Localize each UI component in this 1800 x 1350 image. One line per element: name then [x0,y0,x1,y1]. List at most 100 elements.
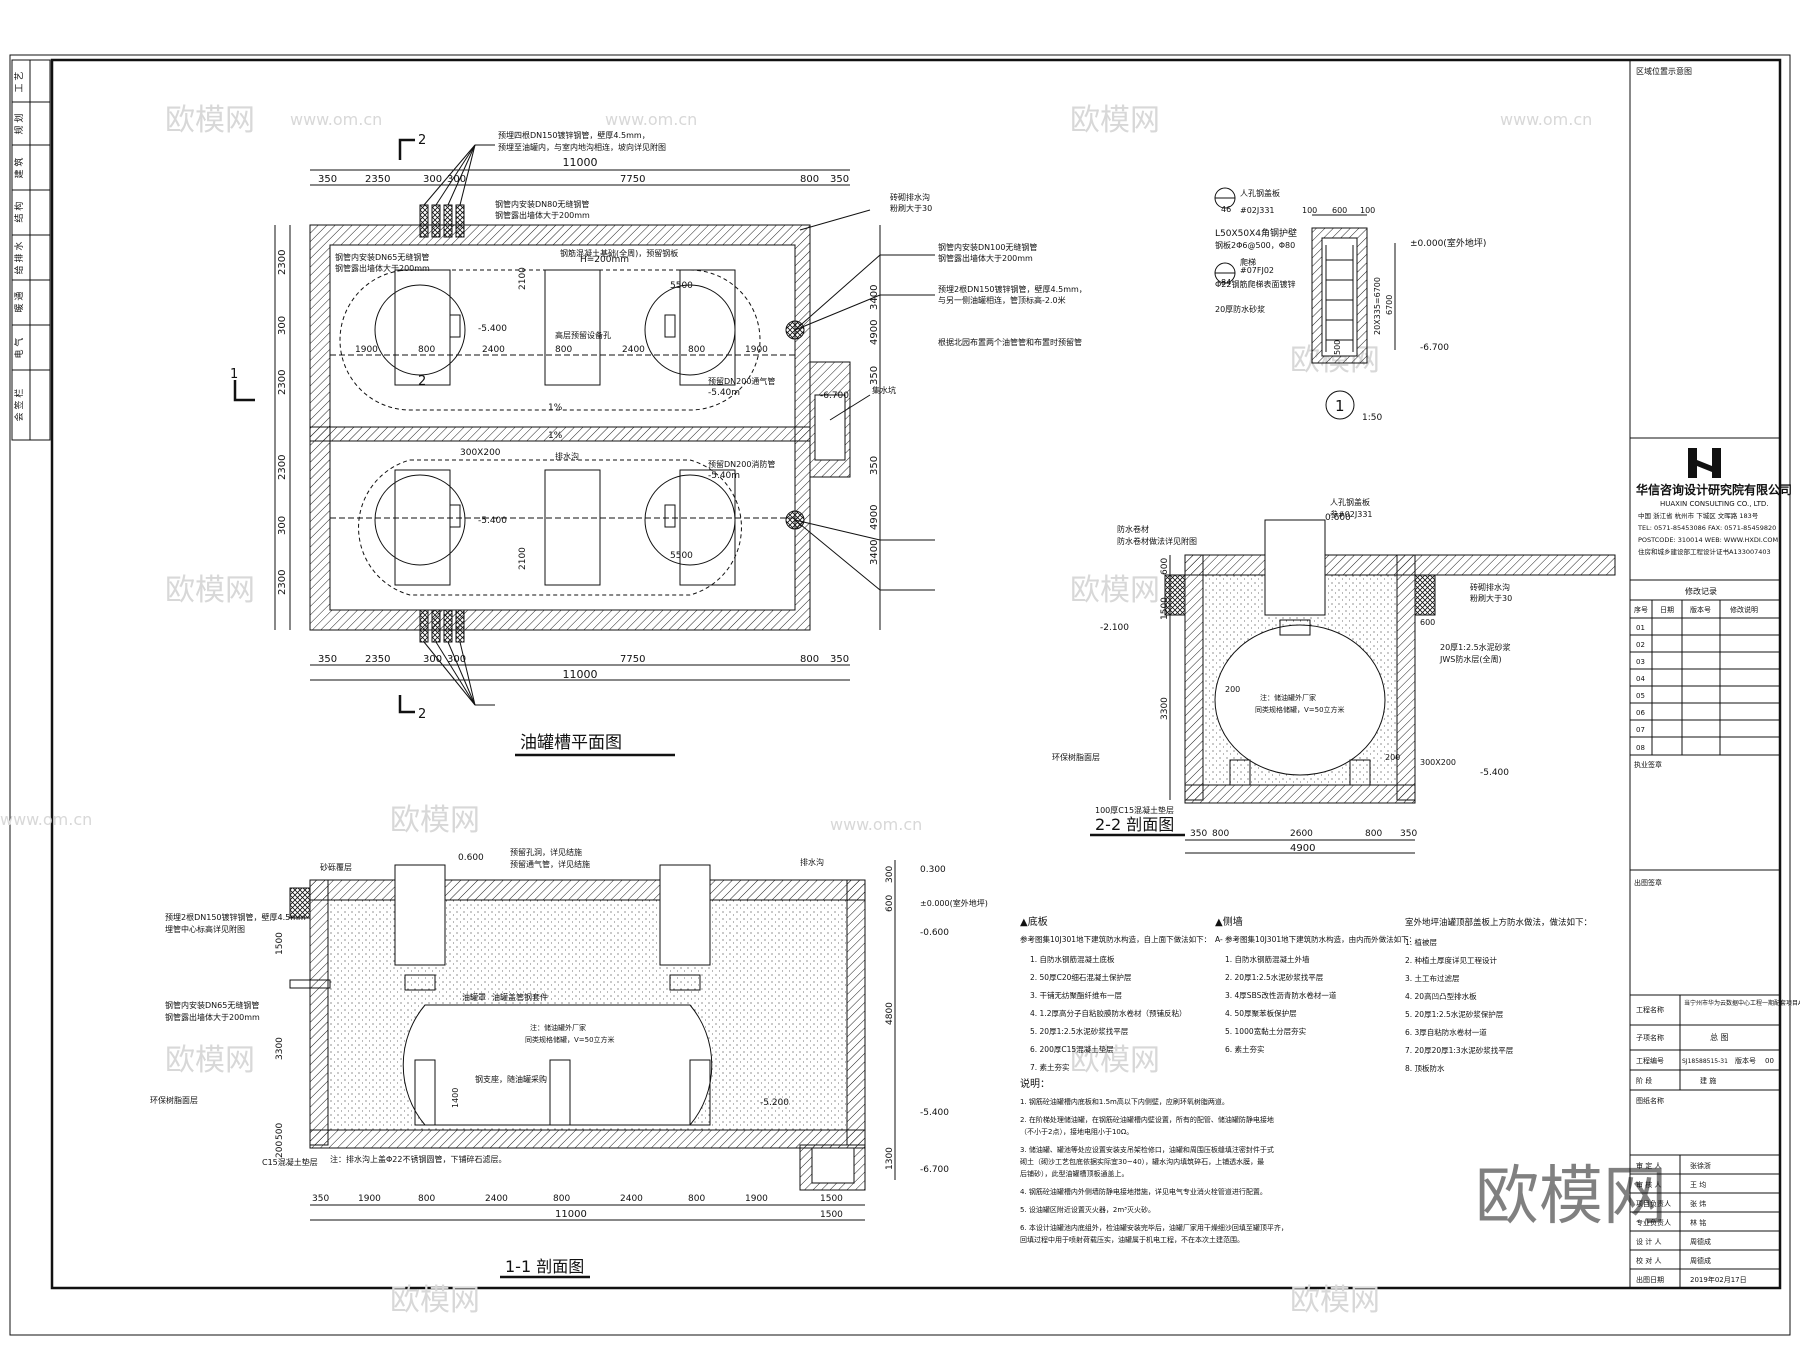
note-2: （不小于2点），接地电阻小于10Ω。 [1020,1127,1133,1136]
dim-right-5: 4900 [869,505,880,530]
sec22-note-1: 参#02J331 [1330,509,1373,519]
level-plan-1: -5.40m [708,388,740,398]
tb-role-5: 校 对 人 [1636,1256,1661,1265]
tb-rev-col-0: 序号 [1634,605,1648,614]
sec11-note-4: 预埋2根DN150镀锌钢管，壁厚4.5mm [165,912,306,922]
spec-left-1: 1. 自防水钢筋混凝土底板 [1030,954,1115,964]
sec11-note-1: 预留通气管，详见结施 [510,859,590,869]
dim-inner-6: 1900 [745,345,768,355]
sec11-level-5: -5.400 [920,1108,949,1118]
tb-company-cn: 华信咨询设计研究院有限公司 [1636,482,1792,497]
dim-inner-2: 2400 [482,345,505,355]
sec11-note-5: 埋管中心标高详见附图 [165,924,245,934]
tb-name-2: 张 炜 [1690,1199,1706,1208]
plan-note-13: 粉刷大于30 [890,203,932,213]
sec22-left-0: 600 [1160,558,1170,575]
spec-mid-5: 5. 1000宽黏土分层夯实 [1225,1026,1307,1036]
sec22-overall: 4900 [1290,843,1315,854]
detail-note-5: 20厚防水砂浆 [1215,304,1265,314]
detail-level-0: ±0.000(室外地坪) [1410,237,1486,249]
sec11-title: 1-1 剖面图 [505,1257,584,1276]
sec11-rdim-0: 300 [885,866,895,883]
dim-top-3: 300 [447,174,466,185]
sec22-note-11: 同类规格储罐，V=50立方米 [1255,705,1345,714]
section-mark-a: 2 [418,133,426,148]
dim-left-3: 2300 [277,455,288,480]
plan-note-11: 根据北园布置两个油管管和布置时预留管 [938,337,1082,347]
sec11-rdim-3: 1300 [885,1147,895,1170]
detail-dim-5: 20X335=6700 [1373,277,1382,335]
sec11-note-12: 钢支座，随油罐采购 [475,1074,547,1084]
dim-bottom-3: 300 [447,654,466,665]
sec11-note-0: 预留孔洞，详见结施 [510,847,582,857]
dim-top-5: 800 [800,174,819,185]
dim-top-0: 350 [318,174,337,185]
detail-dim-3: 6700 [1385,295,1394,315]
dim-right-2: 350 [869,366,880,385]
dim-bottom-5: 800 [800,654,819,665]
strip-label-0: 工 艺 [14,72,25,93]
level-plan-3: -6.700 [820,391,849,401]
dim-inner-8: 2100 [518,267,528,290]
sec22-level-2: -5.400 [1480,768,1509,778]
plan-note-16: 高层预留设备孔 [555,330,611,340]
spec-right-title: 室外地坪油罐顶部盖板上方防水做法，做法如下： [1405,917,1592,928]
spec-right-0: 1. 植被层 [1405,937,1438,947]
watermark-url: www.om.cn [605,110,697,129]
spec-right-6: 7. 20厚20厚1:3水泥砂浆找平层 [1405,1045,1514,1055]
plan-note-18: 预留DN200消防管 [708,459,775,469]
dim-bottom-2: 300 [423,654,442,665]
dim-inner-3: 800 [555,345,572,355]
sec22-note-8: 环保树脂面层 [1052,752,1100,762]
tb-name-3: 林 铭 [1690,1218,1706,1227]
company-logo-icon [1688,448,1721,478]
tb-role-3: 专业负责人 [1636,1218,1671,1227]
tb-address: 中国 浙江省 杭州市 下城区 文晖路 183号 [1638,511,1759,520]
tb-rev-row-3: 04 [1636,675,1645,683]
detail-tag-0: 46 [1221,205,1231,214]
sec22-note-15: 200 [1385,753,1400,762]
tb-revision-header: 修改记录 [1685,586,1717,596]
spec-mid-2: 2. 20厚1:2.5水泥砂浆找平层 [1225,972,1324,982]
plan-note-14: 集水坑 [872,385,896,395]
sec22-note-12: 300X200 [1420,758,1456,767]
sec22-note-6: 20厚1:2.5水泥砂浆 [1440,642,1511,652]
detail-tag-3: #07FJ02 [1240,266,1274,275]
detail-tag-1: #02J331 [1240,206,1275,215]
dim-inner-0: 1900 [355,345,378,355]
dim-right-0: 3400 [869,285,880,310]
section-2-2: 350 800 2600 800 350 4900 600 1500 3300 … [1052,497,1616,854]
tb-rev-row-4: 05 [1636,692,1645,700]
sec11-note-8: 油罐罩 [462,992,486,1002]
sec22-note-9: 100厚C15混凝土垫层 [1095,805,1174,815]
spec-mid-4: 4. 50厚聚苯板保护层 [1225,1008,1297,1018]
note-4: 砌土（砌沙工艺包底依据实际宜30~40），罐水沟内填筑碎石，上铺透水膜，最 [1020,1157,1264,1166]
tb-stage-value: 建 施 [1700,1076,1716,1085]
sec11-dim-8: 1500 [820,1194,843,1204]
dim-top-1: 2350 [365,174,390,185]
watermark-url: www.om.cn [290,110,382,129]
level-plan-0: -5.400 [478,324,507,334]
sec22-note-7: JWS防水层(全周) [1439,654,1502,664]
sec11-right-extra: 1500 [820,1210,843,1220]
detail-number: 1 [1335,397,1345,415]
tb-stage-label: 阶 段 [1636,1076,1652,1085]
section-1-1: 350 1900 800 2400 800 2400 800 1900 1500… [150,847,988,1279]
watermark-text: 欧模网 [1070,573,1160,608]
tb-ver-value: 00 [1765,1057,1774,1065]
note-1: 2. 在阶梯处理储油罐，在钢筋砼油罐槽内壁设置，所有的配管、储油罐防静电接地 [1020,1115,1274,1124]
sec11-dim-5: 2400 [620,1194,643,1204]
dim-left-5: 2300 [277,570,288,595]
detail-dim-1: 600 [1332,206,1347,215]
dim-inner-7: 5500 [670,281,693,291]
tb-code-label: 工程编号 [1636,1056,1664,1065]
tb-rev-row-7: 08 [1636,744,1645,752]
plan-note-9: 预埋2根DN150镀锌钢管，壁厚4.5mm， [938,284,1087,294]
sec11-note-16: 1400 [451,1088,460,1108]
spec-mid-1: 1. 自防水钢筋混凝土外墙 [1225,954,1310,964]
sec11-ldim-3: 200 [275,1141,285,1158]
sec11-level-3: -0.600 [920,928,949,938]
sec11-note-10: 注：储油罐外厂家 [530,1023,586,1032]
tb-name-4: 周德成 [1690,1237,1711,1246]
